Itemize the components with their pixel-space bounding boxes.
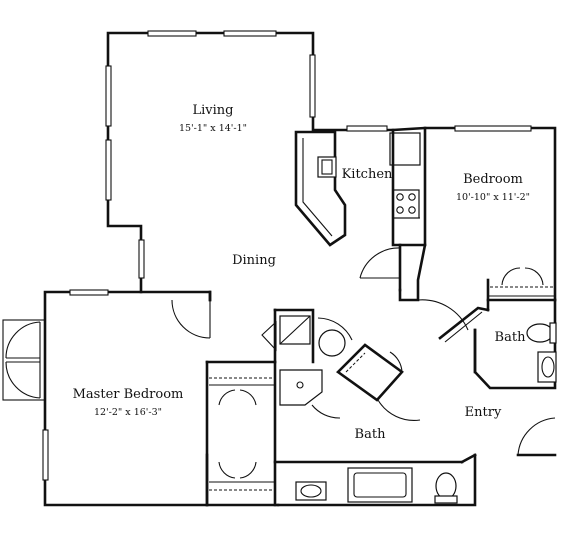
living-dims: 15'-1" x 14'-1": [179, 123, 247, 134]
kitchen-area: [294, 128, 427, 247]
master-bedroom-dims: 12'-2" x 16'-3": [94, 407, 162, 418]
room-labels: Living 15'-1" x 14'-1" Kitchen Bedroom 1…: [73, 103, 530, 442]
exterior-walls: [43, 31, 557, 507]
bath-right-label: Bath: [495, 330, 527, 345]
kitchen-label: Kitchen: [342, 167, 393, 182]
windows: [42, 30, 532, 481]
living-label: Living: [193, 103, 234, 118]
door-swings: [171, 247, 557, 479]
entry-label: Entry: [465, 405, 502, 420]
bedroom-dims: 10'-10" x 11'-2": [456, 192, 530, 203]
balcony-doors: [2, 319, 46, 401]
dining-label: Dining: [232, 253, 276, 268]
interior-walls: [205, 126, 557, 507]
master-bedroom-label: Master Bedroom: [73, 387, 184, 402]
bath-center-label: Bath: [355, 427, 387, 442]
bedroom-label: Bedroom: [463, 172, 523, 187]
